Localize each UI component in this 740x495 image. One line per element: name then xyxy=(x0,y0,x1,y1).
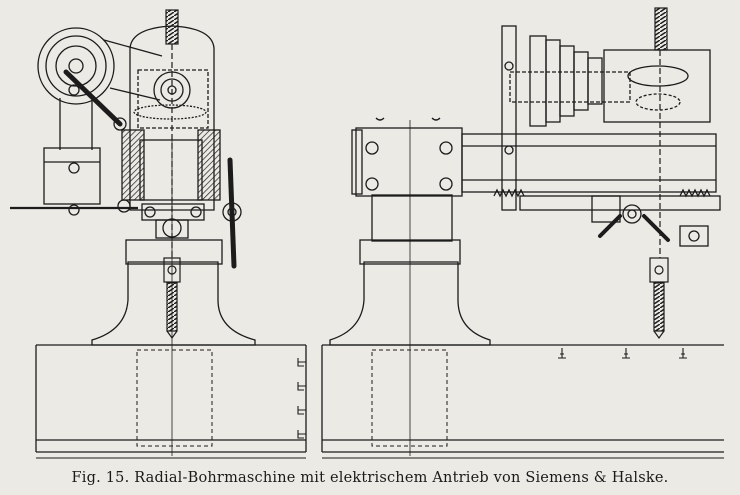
left-handwheel xyxy=(222,157,242,269)
right-arm xyxy=(351,117,717,198)
base-plate xyxy=(35,344,724,459)
figure-caption: Fig. 15. Radial-Bohrmaschine mit elektri… xyxy=(71,470,669,486)
left-head xyxy=(121,25,221,239)
anchor-bolts xyxy=(297,348,687,439)
right-cone-pulley xyxy=(501,25,631,211)
base-hidden-lines xyxy=(136,349,448,447)
right-gear-head xyxy=(519,49,721,247)
left-motor-pulley xyxy=(10,27,163,216)
right-spindle xyxy=(649,7,669,340)
left-pedestal xyxy=(91,239,256,346)
